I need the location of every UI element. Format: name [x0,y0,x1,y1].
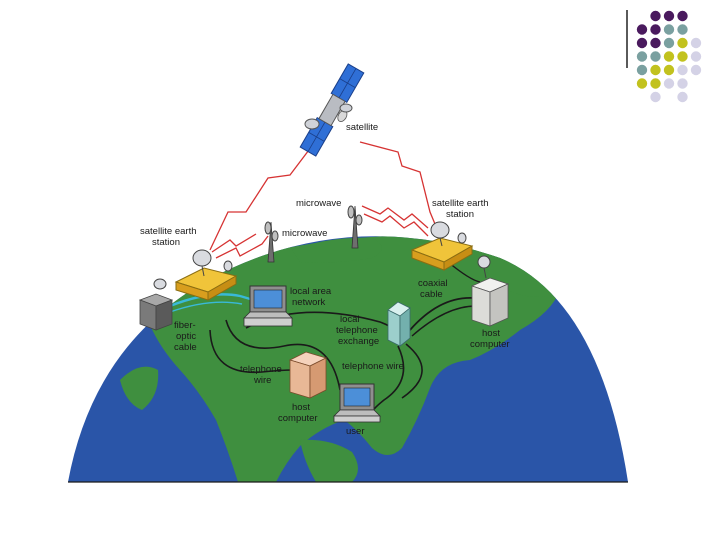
label-exchange-line1: local [340,314,360,325]
decorative-dot [677,24,688,35]
decorative-dot [663,37,675,49]
satellite-earth-station-left [174,249,238,301]
label-exchange-line2: telephone [336,325,378,336]
decorative-dot [636,51,648,62]
decorative-dot [650,51,661,62]
label-coaxial-line2: cable [420,289,443,300]
label-earth-station-left-line1: satellite earth [140,226,197,237]
label-telephone-wire-right: telephone wire [342,361,404,372]
microwave-tower-icon-center [347,205,363,249]
label-microwave-left: microwave [282,228,327,239]
label-earth-station-left-line2: station [152,237,180,248]
coaxial-cable-2 [411,305,477,337]
decorative-dot [663,24,675,35]
land-west-coast [120,366,159,410]
label-coaxial-line1: coaxial [418,278,448,289]
decorative-dot [663,10,675,22]
decorative-dot [636,37,648,49]
decorative-dot [690,64,702,76]
label-satellite: satellite [346,122,378,133]
decorative-dot [663,64,675,76]
decorative-dot [677,78,688,89]
signal-satellite-to-right-station [359,141,441,237]
host-computer-icon-center [288,351,328,399]
decorative-dot [650,10,661,22]
server-rack-left [138,278,174,331]
label-user: user [346,426,364,437]
decorative-dot [650,64,661,76]
decorative-dot [690,51,702,62]
decorative-dot [677,64,688,76]
label-earth-station-right-line2: station [446,209,474,220]
satellite-icon [299,63,365,157]
signal-tower-to-right-station [361,205,429,229]
decorative-dot [650,78,661,89]
label-fiber-line2: optic [176,331,196,342]
laptop-icon-lan [243,285,293,327]
label-telephone-wire-left-line2: wire [253,375,271,386]
land-central-peninsula [300,439,358,482]
label-fiber-line3: cable [174,342,197,353]
label-host-right-line1: host [482,328,500,339]
decorative-dot [650,24,661,35]
label-microwave-top: microwave [296,198,341,209]
dot-grid [636,10,702,103]
signal-paths [209,137,441,259]
satellite-earth-station-right [410,221,491,279]
telephone-wire-right-2 [401,343,423,399]
diagram-labels: satellite microwave microwave satellite … [140,122,510,437]
telephone-exchange-icon [387,301,411,347]
decorative-dot [650,91,661,103]
decorative-dot [650,37,661,49]
land-arctic-island [292,237,382,263]
label-host-right-line2: computer [470,339,510,350]
decorative-dot [636,64,648,76]
coaxial-cable [409,297,475,331]
label-lan-line1: local area [290,286,332,297]
decorative-dot [677,10,688,22]
label-host-center-line1: host [292,402,310,413]
decorative-dot [636,78,648,89]
decorative-dot [636,24,648,35]
decorative-dot [677,51,688,62]
signal-satellite-to-left-station [209,137,319,251]
satellite-dish-icon [192,249,212,267]
signal-left-station-to-tower [215,235,269,259]
host-computer-icon-right [470,277,510,327]
laptop-icon-user [333,383,381,423]
signal-tower-to-right-station-2 [363,213,429,237]
satellite-dish-icon [430,221,450,239]
microwave-tower-icon-left [264,221,279,263]
satellite-dishes [304,103,353,130]
label-host-center-line2: computer [278,413,318,424]
telephone-wire-left-2 [225,319,341,391]
signal-left-station-to-tower-2 [211,233,257,253]
label-fiber-line1: fiber- [174,320,196,331]
label-exchange-line3: exchange [338,336,379,347]
decorative-dot [677,91,688,103]
decorative-dot [663,78,675,89]
decorative-dot [677,37,688,49]
decorative-dot [663,51,675,62]
decorative-dot [690,37,702,49]
label-telephone-wire-left-line1: telephone [240,364,282,375]
label-earth-station-right-line1: satellite earth [432,198,489,209]
fiber-optic-cable-2 [169,301,243,313]
label-lan-line2: network [292,297,326,308]
